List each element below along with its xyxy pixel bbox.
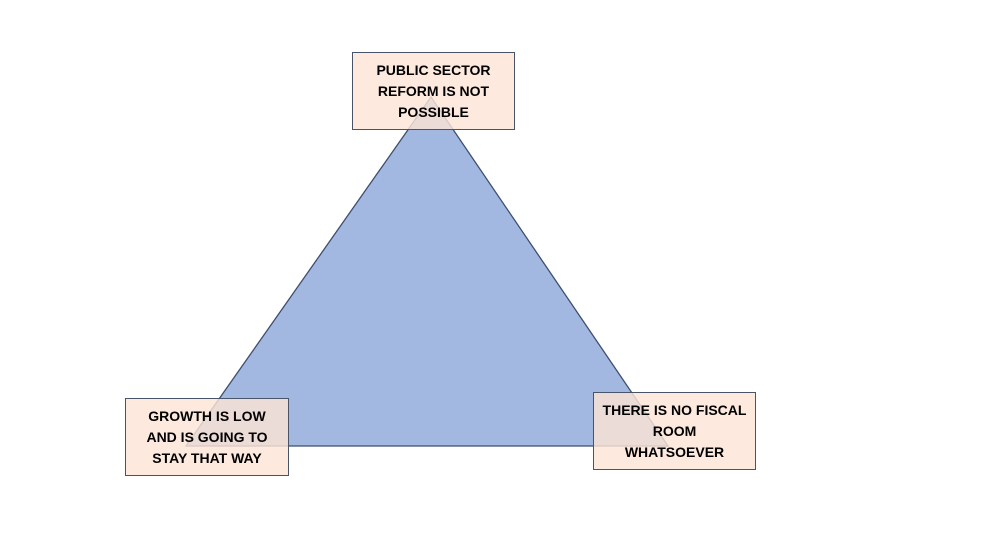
top-corner-label: PUBLIC SECTOR REFORM IS NOT POSSIBLE [376,60,490,123]
bottom-left-corner-box: GROWTH IS LOW AND IS GOING TO STAY THAT … [125,398,289,476]
top-corner-line-1: PUBLIC SECTOR [376,61,491,78]
bottom-right-line-1: THERE IS NO FISCAL [602,401,747,418]
bottom-right-corner-box: THERE IS NO FISCAL ROOM WHATSOEVER [593,392,756,470]
bottom-right-line-3: WHATSOEVER [624,443,725,460]
bottom-left-line-1: GROWTH IS LOW [148,407,266,424]
bottom-left-line-2: AND IS GOING TO [146,428,268,445]
bottom-right-corner-label: THERE IS NO FISCAL ROOM WHATSOEVER [603,400,747,463]
top-corner-line-2: REFORM IS NOT [377,82,490,99]
bottom-left-corner-label: GROWTH IS LOW AND IS GOING TO STAY THAT … [146,406,267,469]
bottom-left-line-3: STAY THAT WAY [152,449,262,466]
triangle-fill [184,95,670,447]
bottom-right-line-2: ROOM [652,422,697,439]
top-corner-line-3: POSSIBLE [398,103,469,120]
top-corner-box: PUBLIC SECTOR REFORM IS NOT POSSIBLE [352,52,515,130]
